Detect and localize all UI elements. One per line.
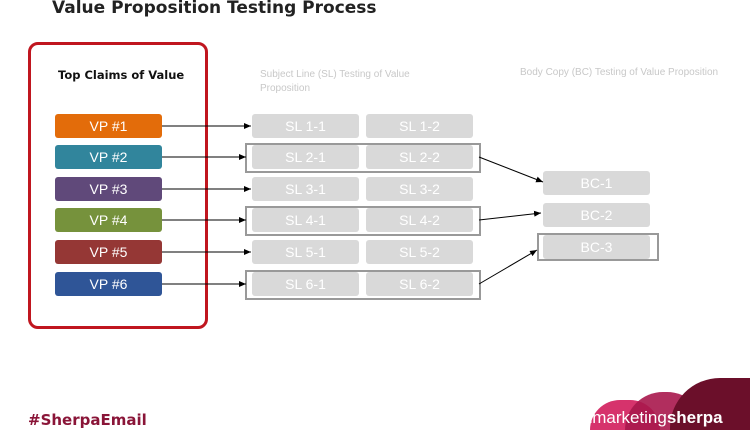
sl-box: SL 4-1 (252, 208, 359, 232)
arrow (478, 210, 542, 221)
bc-highlight (537, 233, 659, 261)
top-claims-frame (28, 42, 208, 329)
arrow (478, 249, 538, 285)
vp-box: VP #1 (55, 114, 162, 138)
sl-heading: Subject Line (SL) Testing of Value Propo… (260, 69, 410, 94)
claims-heading: Top Claims of Value (58, 68, 185, 82)
sl-box: SL 1-1 (252, 114, 359, 138)
vp-box: VP #5 (55, 240, 162, 264)
sl-box: SL 1-2 (366, 114, 473, 138)
bc-box: BC-2 (543, 203, 650, 227)
vp-box: VP #6 (55, 272, 162, 296)
sl-row-highlight (245, 206, 481, 236)
sl-row-highlight (245, 270, 481, 300)
bc-box: BC-3 (543, 235, 650, 259)
sl-box: SL 3-2 (366, 177, 473, 201)
sl-box: SL 5-1 (252, 240, 359, 264)
vp-box: VP #4 (55, 208, 162, 232)
sl-box: SL 6-2 (366, 272, 473, 296)
sl-box: SL 2-1 (252, 145, 359, 169)
page-title: Value Proposition Testing Process (52, 0, 377, 18)
marketingsherpa-logo: ⍝marketingsherpa (570, 378, 750, 430)
sl-box: SL 2-2 (366, 145, 473, 169)
sl-row-highlight (245, 143, 481, 173)
bc-box: BC-1 (543, 171, 650, 195)
bc-heading: Body Copy (BC) Testing of Value Proposit… (520, 67, 719, 78)
footer-hashtag: #SherpaEmail (28, 411, 147, 429)
vp-box: VP #3 (55, 177, 162, 201)
vp-box: VP #2 (55, 145, 162, 169)
sl-box: SL 3-1 (252, 177, 359, 201)
sl-box: SL 5-2 (366, 240, 473, 264)
sl-box: SL 4-2 (366, 208, 473, 232)
sl-box: SL 6-1 (252, 272, 359, 296)
arrow (478, 156, 544, 183)
